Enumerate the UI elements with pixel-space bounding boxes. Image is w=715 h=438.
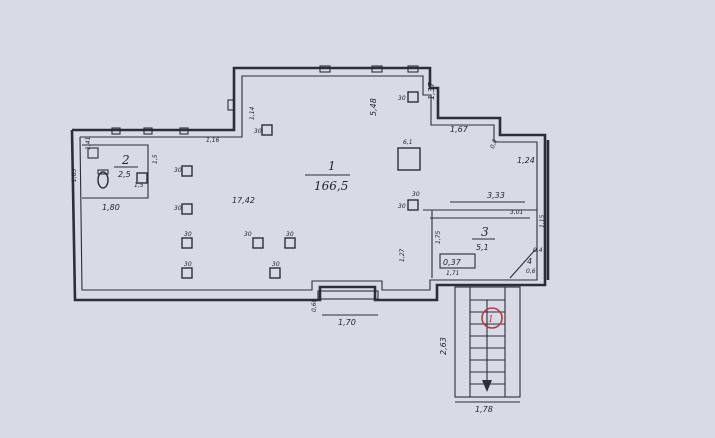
- column: [181, 165, 193, 177]
- room-3-label-box: [439, 253, 476, 269]
- column: [136, 172, 148, 184]
- column: [181, 237, 193, 249]
- column-label: 30: [412, 191, 420, 198]
- stamp-circle: [481, 307, 503, 329]
- dim-room3-width: 3,33: [487, 191, 505, 200]
- column-label: 30: [398, 203, 406, 210]
- column: [181, 203, 193, 215]
- column: [284, 237, 296, 249]
- toilet-icon: [97, 171, 109, 189]
- dim-room3-side: 1,27: [399, 248, 406, 262]
- entrance-door: [317, 290, 379, 300]
- column-label: 30: [184, 261, 192, 268]
- room-3-area: 5,1: [476, 243, 489, 252]
- column-large-label: 6,1: [403, 139, 413, 146]
- column-label: 30: [398, 95, 406, 102]
- dim-right-side: 0,3: [489, 138, 499, 150]
- room-2-wall: [82, 144, 149, 199]
- room-1-number: 1: [328, 159, 336, 173]
- column-label: 30: [286, 231, 294, 238]
- dim-stair-length: 2,63: [439, 337, 448, 355]
- dim-room3-right: 1,15: [539, 214, 546, 228]
- dim-bottom-side: 0,60: [311, 298, 318, 312]
- room-4-area: 0,6: [526, 268, 536, 275]
- room-2-area: 2,5: [118, 170, 131, 179]
- dim-right-step: 1,67: [450, 125, 469, 134]
- dim-bottom-span: 1,70: [338, 318, 356, 327]
- dim-inner-b: 1,16: [206, 137, 220, 144]
- dim-room3-label: 0,37: [443, 258, 462, 267]
- dim-inner-a: 1,14: [249, 106, 256, 120]
- dim-room3-inner: 3,01: [510, 209, 523, 216]
- dim-stair-width: 1,78: [475, 405, 493, 414]
- dim-top-right-height: 5,48: [369, 98, 378, 116]
- dim-main-width: 17,42: [232, 196, 255, 205]
- column: [407, 91, 419, 103]
- room-1-area: 166,5: [314, 179, 348, 193]
- column-label: 30: [174, 167, 182, 174]
- column-label: 30: [272, 261, 280, 268]
- column-label: 30: [174, 205, 182, 212]
- dim-small-b: 1,5: [152, 154, 159, 164]
- column-large: [397, 147, 421, 171]
- column: [181, 267, 193, 279]
- dim-room3-left: 1,75: [435, 230, 442, 244]
- outer-wall: [70, 66, 547, 302]
- stairs: [454, 286, 521, 398]
- room-4-wall: [509, 249, 537, 279]
- dim-room3-bottom: 1,71: [446, 270, 459, 277]
- column: [269, 267, 281, 279]
- stairs-arrow-icon: [482, 380, 492, 392]
- room-2-door: [87, 147, 99, 159]
- toilet-tank-icon: [97, 169, 109, 175]
- room-3-number: 3: [481, 225, 489, 239]
- column-label: 30: [254, 128, 262, 135]
- column-label: 30: [244, 231, 252, 238]
- column: [252, 237, 264, 249]
- window-marks: [111, 65, 419, 135]
- column: [261, 124, 273, 136]
- room-4-number: 4: [527, 257, 532, 266]
- outer-wall-inner: [79, 75, 538, 291]
- dim-small-a: 1,5: [134, 182, 144, 189]
- dim-right-lower: 1,24: [517, 156, 535, 165]
- dim-left-bottom: 1,80: [102, 203, 120, 212]
- column-label: 30: [184, 231, 192, 238]
- dim-left-height: 1,63: [71, 168, 78, 182]
- room-2-number: 2: [121, 153, 130, 167]
- dim-right-notch: 1,37: [427, 81, 436, 100]
- stamp-text: 1: [488, 315, 494, 325]
- dim-left-top: 1,41: [85, 137, 92, 150]
- dim-corner-box: 0,4: [533, 247, 543, 254]
- column: [407, 199, 419, 211]
